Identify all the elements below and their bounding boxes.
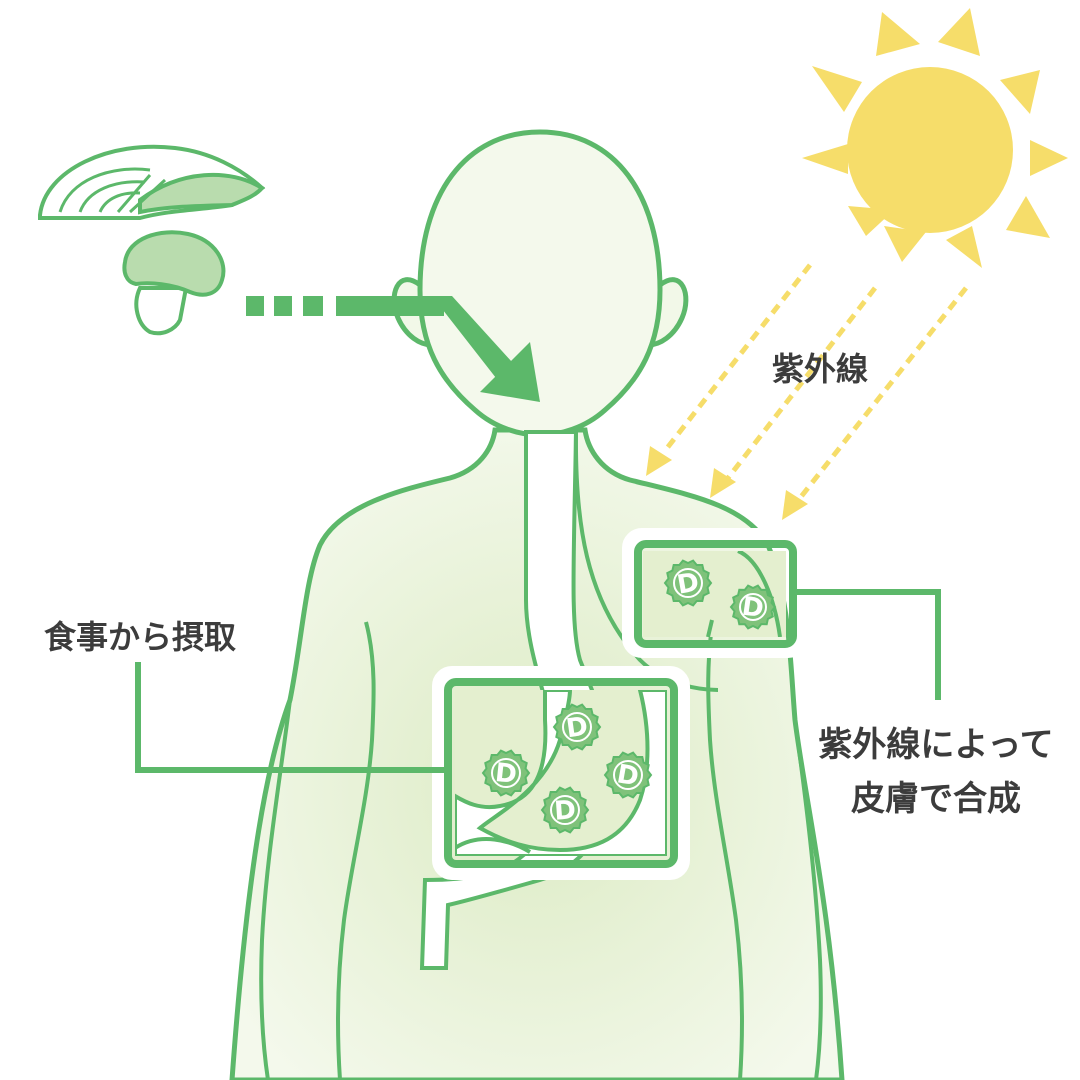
vitamin-d-badge: D — [552, 703, 602, 751]
uv-ray-arrowhead-icon — [646, 446, 672, 476]
vitamin-d-letter: D — [564, 712, 590, 745]
food-intake-arrow — [246, 296, 540, 402]
vitamin-d-letter: D — [740, 592, 766, 625]
uv-label: 紫外線 — [772, 350, 868, 388]
vitamin-d-letter: D — [553, 795, 577, 826]
vitamin-d-letter: D — [494, 758, 519, 790]
mushroom-icon — [122, 230, 226, 336]
uv-rays — [662, 263, 968, 500]
skin-synthesis-label-line2: 皮膚で合成 — [851, 779, 1021, 819]
uv-ray-arrowhead-icon — [782, 490, 808, 520]
vitamin-d-badge: D — [603, 751, 653, 799]
food-intake-label: 食事から摂取 — [44, 618, 236, 656]
food-connector-line — [135, 662, 448, 773]
vitamin-d-badge: D — [481, 749, 531, 797]
sun-icon — [802, 8, 1068, 268]
vitamin-d-letter: D — [675, 567, 701, 600]
vitamin-d-badge: D — [663, 559, 713, 607]
left-arm-outer — [259, 699, 292, 1080]
vitamin-d-letter: D — [615, 759, 641, 792]
arrowhead-icon — [480, 342, 540, 402]
uv-ray-arrowhead-icon — [710, 468, 736, 498]
uv-ray-1 — [662, 263, 812, 454]
uv-ray-2 — [726, 286, 877, 480]
uv-ray-3 — [798, 286, 968, 500]
skin-connector-line — [793, 589, 941, 700]
salmon-fillet-icon — [38, 144, 266, 220]
right-arm-outer — [793, 719, 823, 1080]
vitamin-d-badge: D — [729, 584, 777, 630]
vitamin-d-badge: D — [540, 786, 590, 834]
skin-inset — [622, 528, 808, 658]
left-arm-line — [335, 621, 376, 1080]
skin-synthesis-label-line1: 紫外線によって — [818, 725, 1053, 765]
right-arm-line — [706, 611, 745, 1080]
head — [417, 129, 663, 438]
